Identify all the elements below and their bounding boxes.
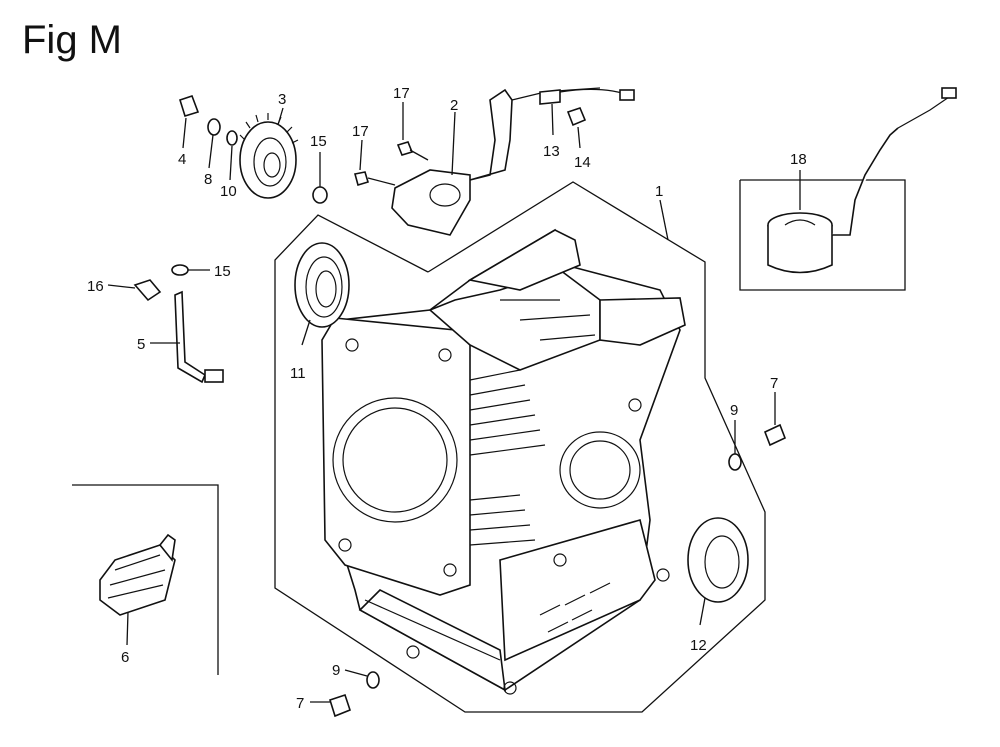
oil-level-switch-part-18 [767, 87, 957, 274]
washer-part-10 [226, 130, 238, 146]
rod-part-5 [174, 290, 207, 384]
callout-16: 16 [87, 278, 104, 295]
screw-part-17-upper [396, 141, 414, 156]
screw-part-17-lower [354, 171, 369, 187]
callout-9-bottom: 9 [332, 662, 340, 679]
bolt-part-7-bottom [329, 693, 351, 718]
washer-part-8 [207, 118, 221, 136]
bolt-part-7-right [763, 423, 787, 447]
washer-part-9-right [728, 453, 742, 471]
part-18-group-box [739, 179, 906, 291]
callout-9-right: 9 [730, 402, 738, 419]
clip-part-16 [133, 279, 162, 302]
callout-12: 12 [690, 637, 707, 654]
engine-mount-part-6 [99, 533, 176, 616]
callout-7-right: 7 [770, 375, 778, 392]
crankcase-group-outline [274, 181, 766, 713]
oil-switch-housing-part-2 [391, 87, 601, 236]
callout-14: 14 [574, 154, 591, 171]
washer-part-9-bottom [366, 671, 380, 689]
grommet-part-13 [539, 89, 561, 105]
cable-terminal [619, 89, 635, 101]
callout-11: 11 [290, 365, 306, 382]
bearing-part-11 [294, 242, 350, 328]
callout-15-lower: 15 [214, 263, 231, 280]
callout-2: 2 [450, 97, 458, 114]
rod-end-part-5 [204, 369, 224, 383]
callout-17-lower: 17 [352, 123, 369, 140]
callout-4: 4 [178, 151, 186, 168]
callout-3: 3 [278, 91, 286, 108]
washer-part-15-lower [171, 264, 189, 276]
figure-title: Fig M [22, 18, 122, 62]
callout-10: 10 [220, 183, 237, 200]
callout-7-bottom: 7 [296, 695, 304, 712]
callout-8: 8 [204, 171, 212, 188]
callout-5: 5 [137, 336, 145, 353]
oil-seal-part-12 [687, 517, 749, 603]
callout-17-upper: 17 [393, 85, 410, 102]
washer-part-15-upper [312, 186, 328, 204]
callout-15-upper: 15 [310, 133, 327, 150]
callout-18: 18 [790, 151, 807, 168]
callout-6: 6 [121, 649, 129, 666]
callout-13: 13 [543, 143, 560, 160]
nut-part-14 [566, 107, 587, 127]
governor-gear-part-3 [239, 113, 299, 199]
crankcase [321, 228, 686, 695]
part-6-group-bracket [72, 484, 219, 675]
callout-1: 1 [655, 183, 663, 200]
pin-part-4 [179, 94, 200, 117]
